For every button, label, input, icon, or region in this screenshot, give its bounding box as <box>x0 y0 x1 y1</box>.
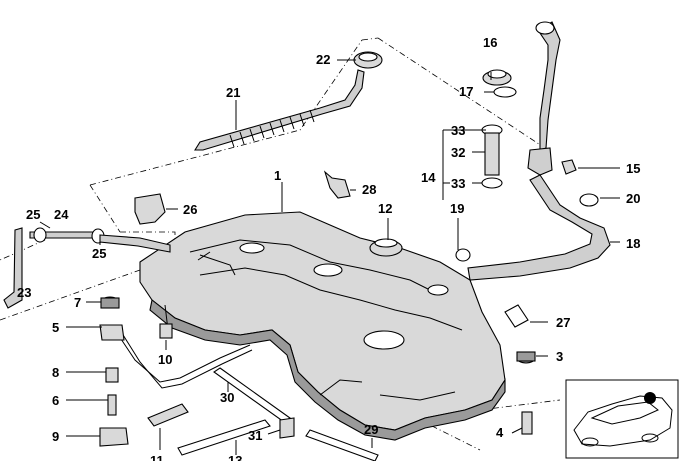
callout-30: 30 <box>220 390 234 405</box>
car-silhouette-icon <box>573 395 673 447</box>
callout-16: 16 <box>483 35 497 50</box>
hose-clamp-assembly <box>481 124 503 189</box>
callout-5: 5 <box>52 320 59 335</box>
callout-19: 19 <box>450 201 464 216</box>
seal-ring-16-17 <box>482 69 517 98</box>
callout-23: 23 <box>17 285 31 300</box>
bushing-27 <box>504 304 529 328</box>
callout-labels: 1 21 22 16 17 33 32 14 33 15 20 18 19 12… <box>17 35 640 461</box>
callout-4: 4 <box>496 425 504 440</box>
callout-9: 9 <box>52 429 59 444</box>
callout-15: 15 <box>626 161 640 176</box>
tank-strap <box>114 329 251 383</box>
callout-3: 3 <box>556 349 563 364</box>
bolt-4 <box>521 411 533 435</box>
clamp-20 <box>579 193 599 207</box>
callout-6: 6 <box>52 393 59 408</box>
callout-18: 18 <box>626 236 640 251</box>
bracket-26 <box>134 193 166 225</box>
locator-inset <box>565 379 679 459</box>
callout-11: 11 <box>150 453 164 461</box>
callout-25-left: 25 <box>26 207 40 222</box>
strip-29 <box>305 429 379 461</box>
hanger-28 <box>323 170 351 199</box>
callout-12: 12 <box>378 201 392 216</box>
callout-13: 13 <box>228 453 242 461</box>
fuel-tank <box>139 211 506 441</box>
callout-14: 14 <box>421 170 436 185</box>
locator-dot <box>644 392 656 404</box>
vent-pipe <box>194 69 365 151</box>
cap-22 <box>353 51 383 69</box>
pump-cap-12 <box>369 238 403 257</box>
callout-21: 21 <box>226 85 240 100</box>
callout-33-top: 33 <box>451 123 465 138</box>
callout-8: 8 <box>52 365 59 380</box>
clamp-19 <box>455 248 471 262</box>
callout-26: 26 <box>183 202 197 217</box>
leader-lines <box>39 59 620 455</box>
callout-22: 22 <box>316 52 330 67</box>
plug-31 <box>279 417 295 439</box>
filler-neck <box>467 21 611 281</box>
strip-13 <box>177 419 271 456</box>
callout-7: 7 <box>74 295 81 310</box>
callout-17: 17 <box>459 84 473 99</box>
mount-hardware-left <box>99 296 173 447</box>
callout-28: 28 <box>362 182 376 197</box>
callout-31: 31 <box>248 428 262 443</box>
callout-32: 32 <box>451 145 465 160</box>
callout-24: 24 <box>54 207 69 222</box>
callout-29: 29 <box>364 422 378 437</box>
callout-33-bottom: 33 <box>451 176 465 191</box>
callout-20: 20 <box>626 191 640 206</box>
callout-10: 10 <box>158 352 172 367</box>
clip-15 <box>561 159 577 175</box>
bump-stop-3 <box>516 351 536 364</box>
callout-27: 27 <box>556 315 570 330</box>
callout-25-right: 25 <box>92 246 106 261</box>
callout-1: 1 <box>274 168 281 183</box>
pad-11 <box>147 403 189 427</box>
